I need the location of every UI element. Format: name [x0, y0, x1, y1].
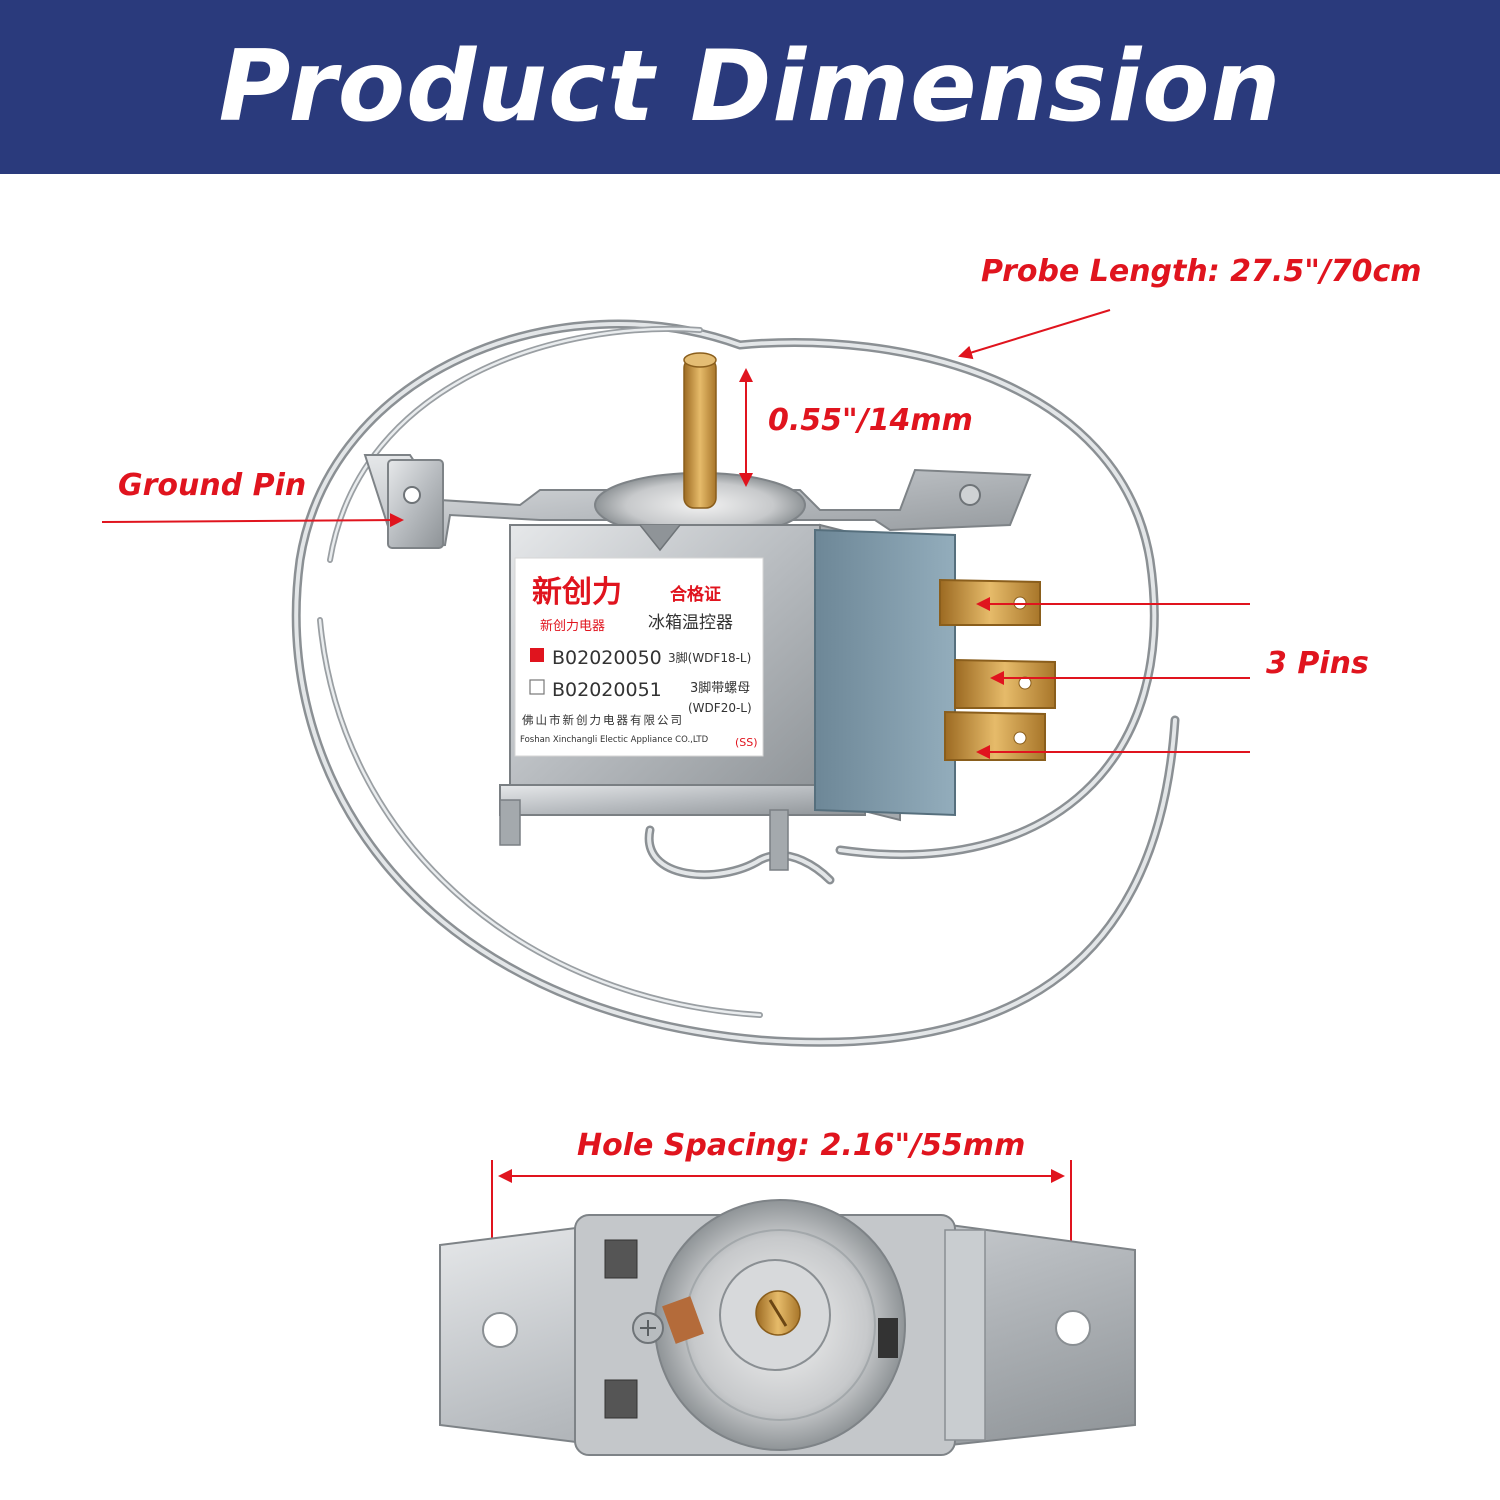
- capillary-probe-wire: [291, 319, 1180, 1047]
- option-2-desc-line1: 3脚带螺母: [690, 680, 750, 696]
- certificate-text: 合格证: [670, 584, 721, 605]
- dial-shaft: [594, 352, 806, 538]
- terminal-pins: [939, 578, 1056, 761]
- grade-text: (SS): [735, 736, 758, 749]
- hole-spacing-label: Hole Spacing: 2.16"/55mm: [577, 1128, 1026, 1163]
- option-1-code: B02020050: [552, 647, 662, 669]
- shaft-length-label: 0.55"/14mm: [768, 403, 973, 438]
- ground-pin-pointer: [101, 513, 404, 528]
- company-cn: 佛山市新创力电器有限公司: [522, 713, 684, 727]
- header-banner: Product Dimension: [0, 0, 1500, 174]
- option-2-checkbox: [529, 679, 545, 695]
- probe-length-label: Probe Length: 27.5"/70cm: [981, 254, 1422, 289]
- option-1-checkbox-checked: [530, 648, 544, 662]
- company-en: Foshan Xinchangli Electic Appliance CO.,…: [520, 735, 709, 745]
- callout-lines: [101, 309, 1250, 1325]
- ground-pin-label: Ground Pin: [118, 468, 307, 503]
- ground-pin-tab: [387, 459, 444, 549]
- right-mounting-hole: [1055, 1310, 1091, 1346]
- option-2-desc-line2: (WDF20-L): [688, 701, 752, 715]
- brand-mark: 新创力: [532, 575, 622, 610]
- pins-label: 3 Pins: [1266, 646, 1369, 681]
- bottom-view: [439, 1199, 1136, 1456]
- option-1-desc: 3脚(WDF18-L): [668, 650, 751, 665]
- left-mounting-hole: [482, 1312, 518, 1348]
- product-label: 新创力 新创力电器 合格证 冰箱温控器 B02020050 3脚(WDF18-L…: [514, 557, 764, 757]
- option-2-code: B02020051: [552, 679, 662, 701]
- probe-length-pointer: [958, 309, 1111, 360]
- product-type-text: 冰箱温控器: [648, 613, 733, 633]
- page-title: Product Dimension: [218, 30, 1282, 144]
- brand-name: 新创力电器: [540, 618, 605, 634]
- screw-head: [959, 484, 981, 506]
- ground-hole: [403, 486, 421, 504]
